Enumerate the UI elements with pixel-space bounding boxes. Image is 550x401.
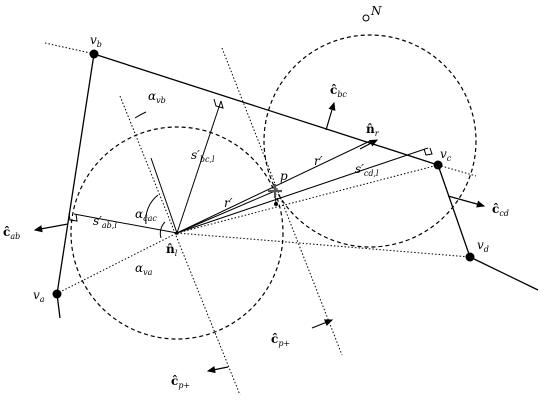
arrow-c-ab xyxy=(33,223,69,233)
label-vd: vd xyxy=(477,238,489,254)
arrow-c-p-plus-left xyxy=(206,366,229,374)
label-vc: vc xyxy=(440,147,452,163)
label-n-r: n̂r xyxy=(366,122,380,138)
edge-vd-tail xyxy=(469,256,539,291)
arrow-n-r xyxy=(359,139,379,150)
vertex-vc xyxy=(433,160,443,170)
right-angle-ab xyxy=(68,212,78,222)
edge-vb-vc xyxy=(93,53,439,166)
point-p-marker xyxy=(268,184,282,198)
vertex-va xyxy=(52,289,62,299)
label-vb: vb xyxy=(90,33,102,49)
line-l-to-cd-foot xyxy=(176,147,429,234)
label-r-prime-upper: r′ xyxy=(314,154,323,168)
dotted-line-vc-ext xyxy=(437,164,477,177)
vertex-vd xyxy=(465,252,475,262)
label-n-l: n̂l xyxy=(166,242,178,258)
label-c-p-plus-left: ĉp+ xyxy=(171,374,190,390)
arrow-c-p-plus-right xyxy=(311,319,334,329)
line-l-to-vb xyxy=(150,157,178,234)
label-s-ab-l: s′ab,l xyxy=(93,214,117,230)
label-alpha-vb: αvb xyxy=(148,89,166,105)
line-l-to-nr xyxy=(176,140,371,234)
dotted-parallel-right xyxy=(221,47,343,356)
label-alpha-va: αva xyxy=(135,261,153,277)
right-angle-cd xyxy=(423,147,433,156)
line-l-to-p xyxy=(176,190,276,234)
edge-va-vb xyxy=(56,53,95,295)
line-l-to-bc-foot xyxy=(176,100,222,234)
label-s-cd-l: s′cd,l xyxy=(355,162,379,178)
label-r-prime-lower: r′ xyxy=(224,196,233,210)
right-circle xyxy=(263,34,477,248)
arc-alpha-cac xyxy=(145,194,159,225)
arrow-c-bc xyxy=(325,101,336,131)
label-N: N xyxy=(370,4,382,18)
dotted-line-va-to-l xyxy=(55,232,178,295)
label-alpha-cac: αĉac xyxy=(135,207,157,223)
arc-alpha-vb xyxy=(134,111,147,119)
label-va: va xyxy=(33,288,45,304)
point-lower-p xyxy=(274,202,278,206)
label-p: p xyxy=(280,169,288,183)
label-c-p-plus-right: ĉp+ xyxy=(271,332,290,348)
dotted-line-l-to-vd xyxy=(176,232,471,258)
left-circle xyxy=(70,126,284,340)
dotted-line-vb-ext xyxy=(44,42,96,55)
dotted-parallel-left xyxy=(119,95,241,396)
point-l xyxy=(175,231,179,235)
arrow-c-cd xyxy=(447,195,486,208)
line-l-to-ab-foot xyxy=(73,213,178,234)
arc-alpha-va xyxy=(159,221,166,239)
label-c-cd: ĉcd xyxy=(492,202,509,218)
label-c-bc: ĉbc xyxy=(330,83,347,99)
label-s-bc-l: s′bc,l xyxy=(191,148,215,164)
right-angle-bc xyxy=(213,98,224,109)
label-c-ab: ĉab xyxy=(3,225,20,241)
dotted-line-l-to-vc xyxy=(176,164,439,234)
vertex-vb xyxy=(89,49,99,59)
point-N xyxy=(362,14,370,22)
edge-vc-vd xyxy=(437,164,471,258)
